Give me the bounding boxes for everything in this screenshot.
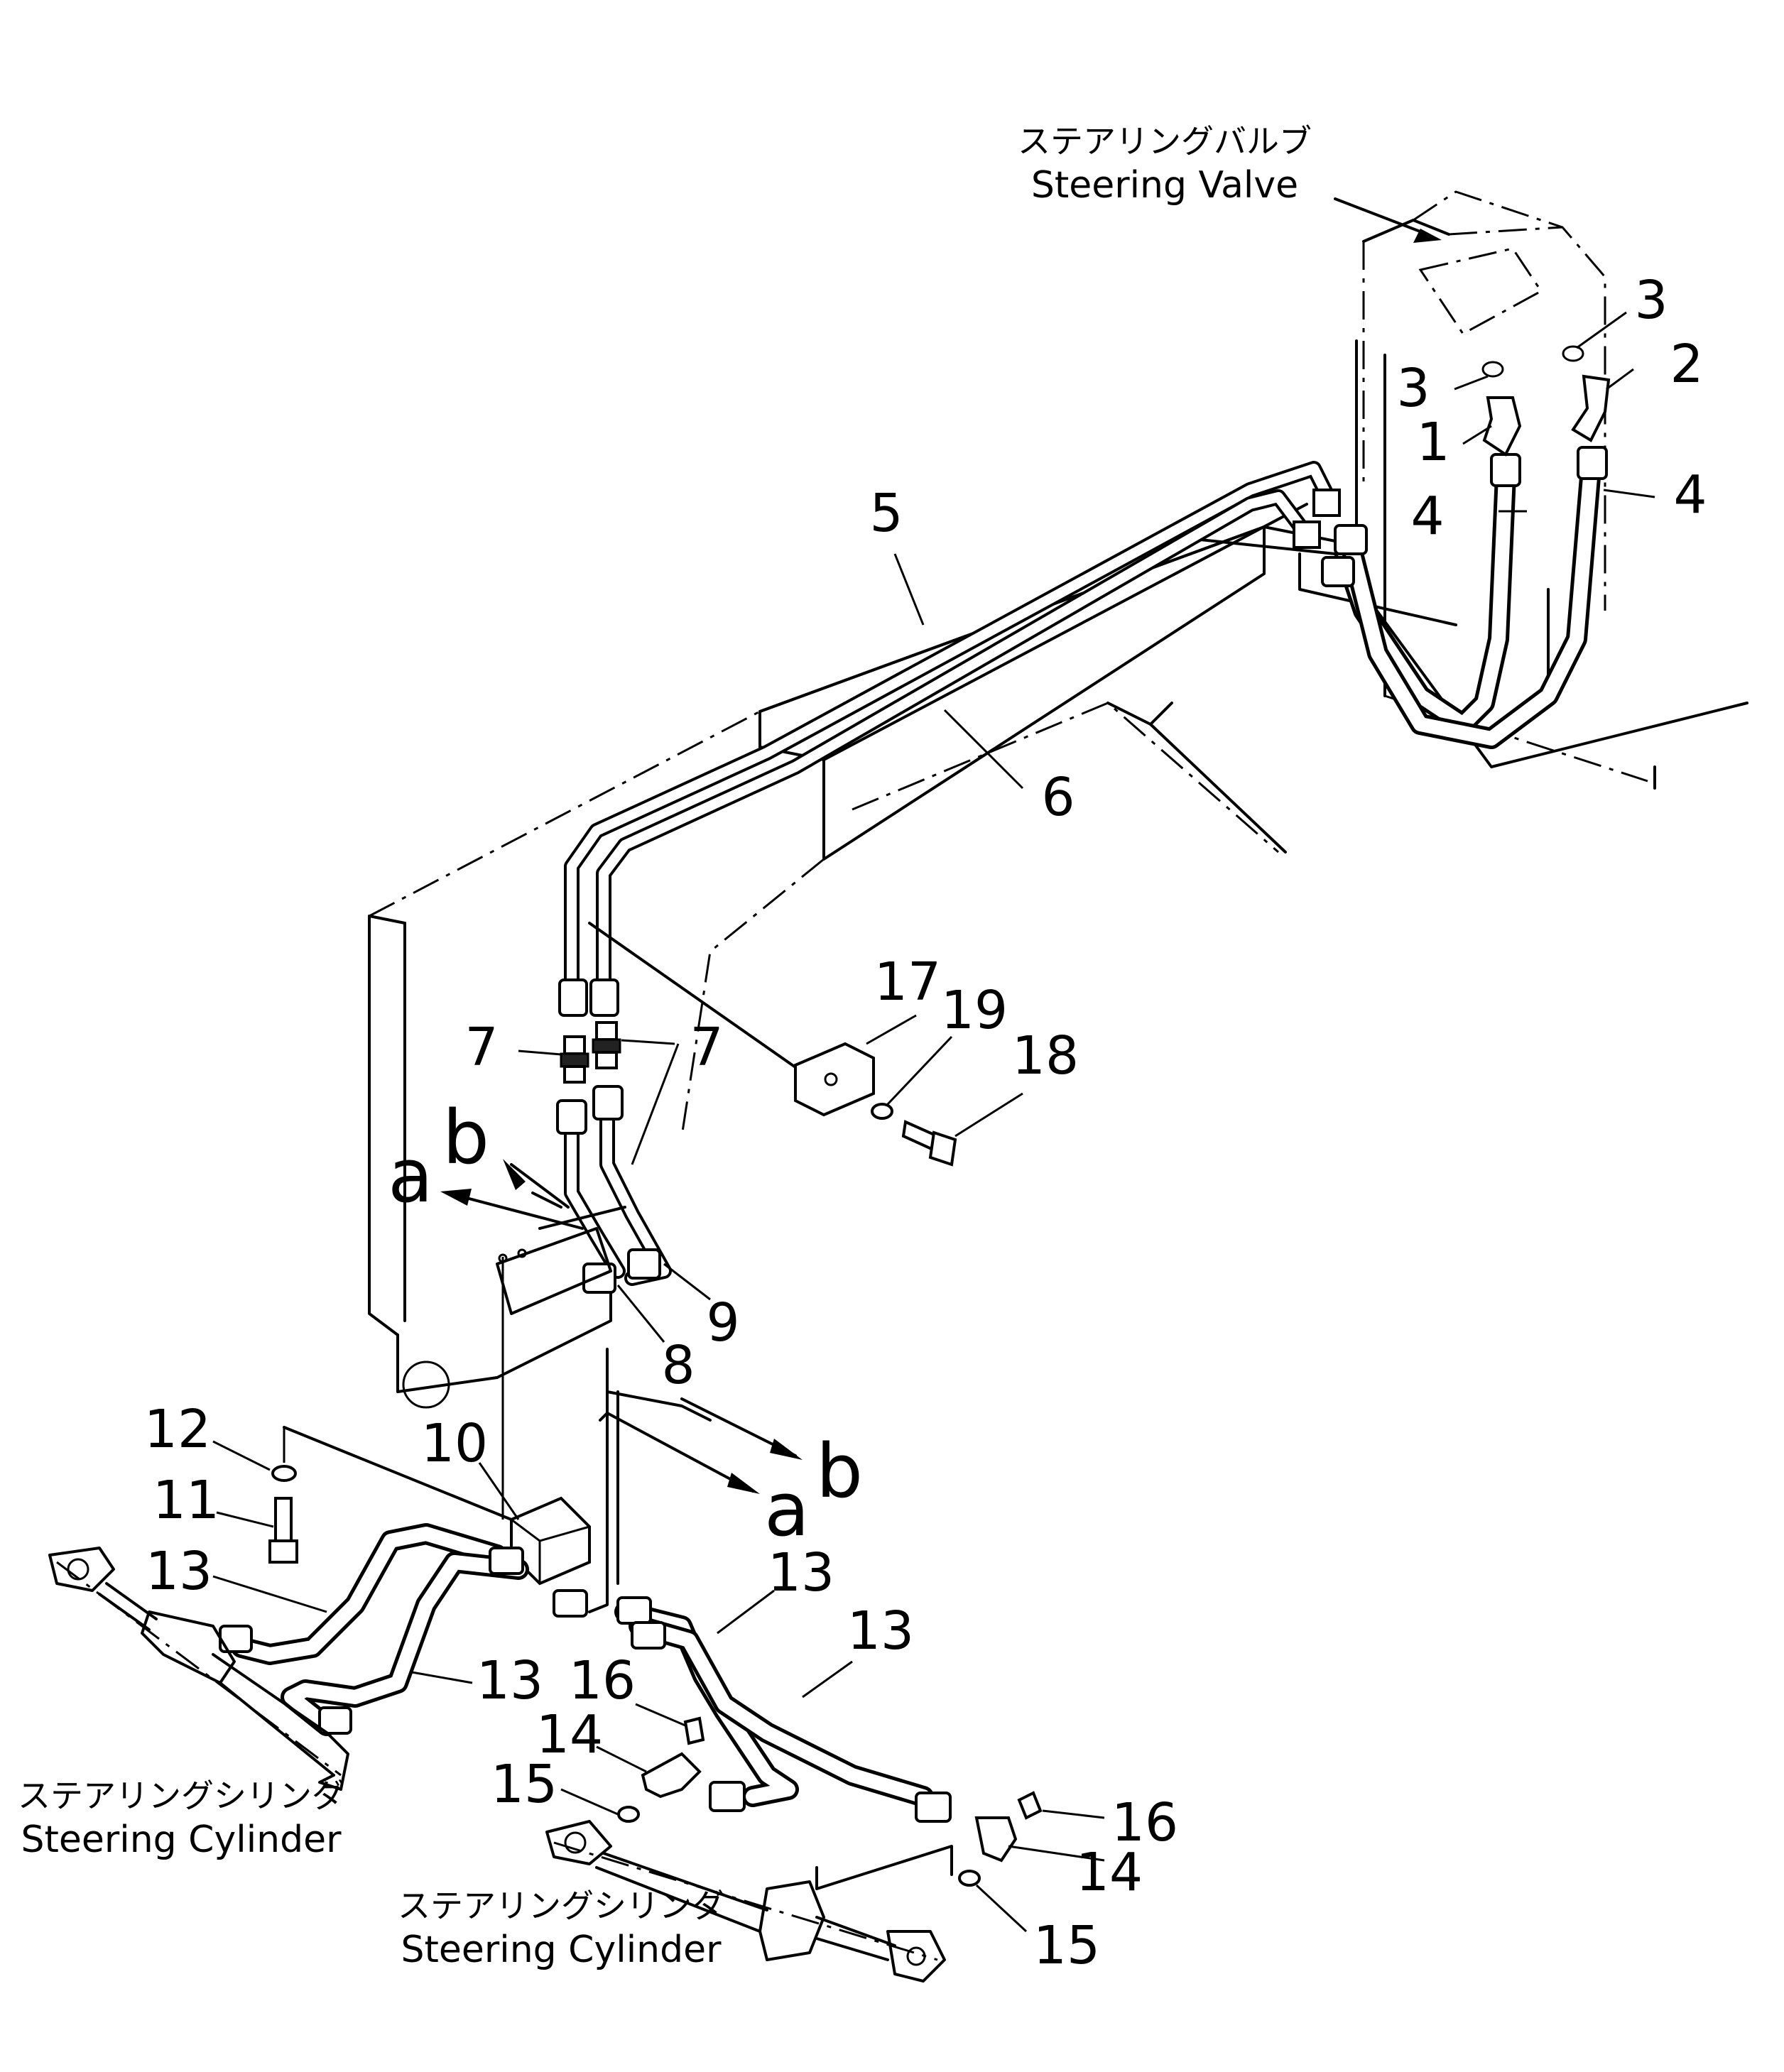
callout-2: 2 <box>1670 334 1703 395</box>
callout-8: 8 <box>661 1335 695 1396</box>
washer-19 <box>871 1103 893 1120</box>
callout-14-left: 14 <box>536 1704 603 1765</box>
o-ring-15-right <box>958 1870 981 1887</box>
pipe-8-upper-nut <box>556 1099 587 1135</box>
arrow-a-top-head <box>440 1189 472 1206</box>
section-mark-b-bottom: b <box>816 1428 863 1515</box>
adapter-7-left <box>560 1035 589 1084</box>
hose-nut-13f <box>318 1706 352 1735</box>
arrow-a-bottom-head <box>727 1473 760 1494</box>
steering-valve-caption-en: Steering Valve <box>1031 164 1298 207</box>
mount-block <box>496 1227 612 1315</box>
washer-12 <box>271 1465 297 1482</box>
pipe-8 <box>564 1107 626 1279</box>
arrow-b-bottom-head <box>770 1439 803 1460</box>
callout-15-right: 15 <box>1033 1915 1100 1976</box>
pipe-5 <box>564 461 1336 988</box>
section-ab-upper <box>538 1206 626 1230</box>
steering-cylinder-left-caption-en: Steering Cylinder <box>21 1819 342 1861</box>
callout-18: 18 <box>1012 1025 1079 1086</box>
callout-16-left: 16 <box>569 1650 636 1711</box>
bolt-18 <box>901 1120 957 1167</box>
callout-5: 5 <box>869 483 903 544</box>
bolt-11 <box>268 1497 298 1564</box>
block-mount-line <box>283 1426 513 1521</box>
callout-13-middle: 13 <box>477 1650 543 1711</box>
section-ab-top <box>599 1390 712 1422</box>
hose-nut-13b <box>631 1621 666 1650</box>
hose-nut-13d <box>915 1792 952 1823</box>
callout-12: 12 <box>144 1399 211 1460</box>
pipe-6 <box>596 489 1307 988</box>
steering-cylinder-bottom-caption-en: Steering Cylinder <box>401 1929 722 1971</box>
callout-19: 19 <box>941 980 1008 1041</box>
callout-3-right: 3 <box>1634 270 1668 331</box>
pipe-5-end-fitting <box>1312 489 1341 517</box>
arrow-b-top-head <box>503 1159 526 1190</box>
arrow-a-bottom-shaft <box>606 1412 754 1493</box>
hose-4-right <box>1339 458 1601 749</box>
o-ring-3-right <box>1562 345 1584 362</box>
hose-nut-10a <box>489 1547 524 1575</box>
steering-cylinder-left <box>48 1547 349 1791</box>
callout-7-left: 7 <box>464 1017 498 1078</box>
plug-16-right <box>1017 1791 1043 1820</box>
hose-13-upper-left <box>231 1523 508 1665</box>
pipe-9-upper-nut <box>592 1085 624 1120</box>
callout-9: 9 <box>706 1292 739 1353</box>
section-mark-a-top: a <box>388 1133 433 1219</box>
hose-13-lower-left <box>281 1552 529 1736</box>
callout-13-upper-right: 13 <box>768 1542 834 1603</box>
section-mark-b-top: b <box>442 1094 489 1181</box>
hose-4-right-nut <box>1577 446 1608 480</box>
callout-14-right: 14 <box>1076 1842 1143 1903</box>
arrow-a-top-shaft <box>446 1192 584 1230</box>
callout-7-right: 7 <box>690 1017 723 1078</box>
bracket-leader <box>588 922 804 1074</box>
elbow-14-right <box>974 1816 1018 1863</box>
callout-15-left: 15 <box>491 1754 558 1815</box>
steering-valve-caption-jp: ステアリングバルブ <box>1018 122 1312 160</box>
callout-4-right: 4 <box>1673 464 1707 525</box>
callout-1: 1 <box>1416 412 1450 473</box>
callout-13-right: 13 <box>847 1601 914 1662</box>
callout-11: 11 <box>153 1470 219 1531</box>
adapter-7-right <box>592 1021 621 1069</box>
steering-cylinder-bottom <box>545 1820 953 1983</box>
hose-nut-10b <box>553 1589 588 1618</box>
arrow-b-top-shaft <box>510 1163 570 1209</box>
callout-13-left: 13 <box>146 1541 212 1602</box>
pipe-6-end-fitting <box>1293 520 1321 549</box>
pipe-6-lower-nut <box>589 978 619 1017</box>
steering-cylinder-left-caption-jp: ステアリングシリンダ <box>18 1777 344 1815</box>
elbow-1 <box>1482 396 1522 457</box>
callout-4-left: 4 <box>1410 486 1444 547</box>
elbow-2 <box>1571 374 1611 442</box>
hose-nut-b <box>1321 556 1355 587</box>
o-ring-3-left <box>1481 361 1504 378</box>
bracket-17 <box>794 1042 875 1117</box>
hose-4-left-nut <box>1490 453 1521 487</box>
pipe-5-lower-nut <box>558 978 588 1017</box>
section-mark-a-bottom: a <box>764 1466 810 1553</box>
leader-lines <box>212 197 1655 1933</box>
hose-13-right <box>629 1615 934 1807</box>
plug-16-left <box>683 1716 705 1745</box>
section-line-a <box>588 1348 609 1613</box>
o-ring-15-left <box>617 1806 640 1823</box>
callout-6: 6 <box>1041 767 1075 828</box>
callout-16-right: 16 <box>1111 1792 1178 1853</box>
callout-17: 17 <box>874 952 941 1013</box>
callout-3-left: 3 <box>1396 358 1430 419</box>
pipe-9-lower-nut <box>627 1248 661 1280</box>
callout-10: 10 <box>421 1413 488 1474</box>
hose-nut-a <box>1334 524 1368 555</box>
elbow-14-left <box>641 1752 702 1799</box>
hose-nut-13c <box>709 1781 746 1812</box>
steering-cylinder-bottom-caption-jp: ステアリングシリンダ <box>398 1887 724 1925</box>
hose-nut-13a <box>616 1596 652 1625</box>
